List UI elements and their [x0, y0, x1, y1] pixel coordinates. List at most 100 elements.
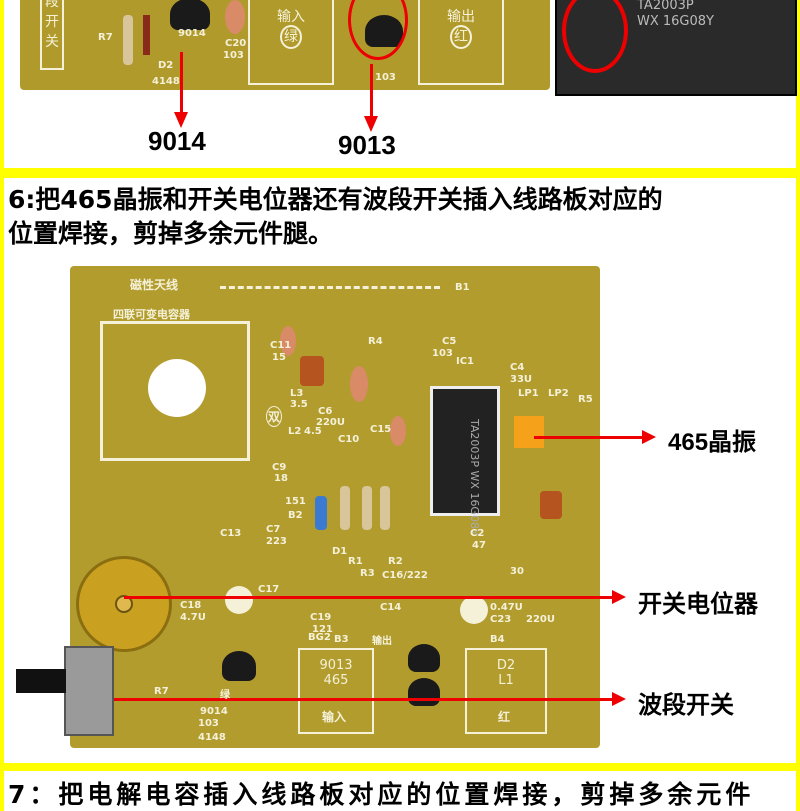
silk-text: C9 — [272, 462, 287, 473]
chip-marking: TA2003P WX 16G08Y — [468, 419, 481, 536]
silk-text: C5 — [442, 336, 457, 347]
silk-text: R3 — [360, 568, 375, 579]
pcb-photo: 磁性天线 B1 四联可变电容器 TA2003P WX 16G08Y IC1 LP… — [16, 266, 600, 748]
silk-text: 磁性天线 — [130, 278, 179, 292]
silk-text: C4 — [510, 362, 525, 373]
silk-output-transformer: 输出红 — [418, 0, 504, 85]
resistor — [340, 486, 350, 530]
chip-ta2003p: TA2003P WX 16G08Y — [430, 386, 500, 536]
silk-text: B2 — [288, 510, 303, 521]
silk-text: C17 — [258, 584, 280, 595]
antenna-coil — [220, 286, 440, 304]
band-switch — [64, 646, 114, 736]
silk-text: C2 — [470, 528, 485, 539]
step6-line2: 位置焊接，剪掉多余元件腿。 — [8, 219, 334, 248]
silk-text: 121 — [312, 624, 333, 635]
silk-text: C16/222 — [382, 570, 428, 581]
step6-line1: 6:把465晶振和开关电位器还有波段开关插入线路板对应的 — [8, 185, 663, 214]
silk-text: 3.5 — [290, 399, 308, 410]
ceramic-capacitor — [225, 0, 245, 34]
silk-text: R5 — [578, 394, 593, 405]
silk-input-transformer: 输入绿 — [248, 0, 334, 85]
silk-text: 4.7U — [180, 612, 206, 623]
silk-text: 输出 — [447, 9, 475, 25]
silk-text: 15 — [272, 352, 286, 363]
silk-text: B4 — [490, 634, 505, 645]
coil — [300, 356, 324, 386]
silk-text: 103 — [432, 348, 453, 359]
silk-text: R4 — [368, 336, 383, 347]
silk-text: B1 — [455, 282, 470, 293]
silk-text: L1 — [498, 673, 514, 688]
silk-text: 47 — [472, 540, 486, 551]
silk-text: 465 — [323, 673, 349, 688]
silk-text: 输出 — [372, 636, 392, 647]
transistor-9014 — [170, 0, 210, 30]
silk-text: 33U — [510, 374, 533, 385]
silk-text: C11 — [270, 340, 292, 351]
silk-text: BG2 — [308, 632, 331, 643]
silk-text: 4.5 — [304, 426, 322, 437]
capacitor-blue — [315, 496, 327, 530]
silk-text: 红 — [450, 25, 472, 49]
silk-text: LP1 — [518, 388, 539, 399]
silk-text: 绿 — [220, 690, 230, 701]
highlight-circle — [348, 0, 408, 60]
pcb-photo-top: 段开关 R7 D2 4148 9014 C20 103 输入绿 103 输出红 — [20, 0, 550, 90]
band-switch-lever — [16, 669, 66, 693]
silk-text: 9014 — [178, 28, 206, 39]
label-9013: 9013 — [338, 130, 396, 160]
silk-text: D2 — [496, 658, 516, 673]
diode — [143, 15, 150, 55]
step7-panel: 7：把电解电容插入线路板对应的位置焊接，剪掉多余元件 — [4, 771, 796, 811]
silk-text: 输入 — [277, 9, 305, 25]
silk-text: 开关 — [45, 14, 59, 50]
silk-text: R1 — [348, 556, 363, 567]
resistor — [362, 486, 372, 530]
arrow-band-switch — [114, 692, 626, 706]
silk-text: C19 — [310, 612, 332, 623]
silk-text: R7 — [98, 32, 113, 43]
silk-text: 103 — [198, 718, 219, 729]
silk-text: 30 — [510, 566, 524, 577]
silk-text: C13 — [220, 528, 242, 539]
transistor — [408, 678, 440, 706]
silk-text: LP2 — [548, 388, 569, 399]
silk-text: 红 — [498, 710, 511, 724]
silk-text: 4148 — [198, 732, 226, 743]
silk-text: 220U — [316, 417, 345, 428]
silk-text: 绿 — [280, 25, 302, 49]
ceramic-capacitor — [280, 326, 296, 356]
callout-band-switch: 波段开关 — [638, 692, 734, 719]
silk-text: IC1 — [456, 356, 475, 367]
resistor — [123, 15, 133, 65]
callout-potentiometer: 开关电位器 — [638, 591, 758, 618]
step6-panel: 6:把465晶振和开关电位器还有波段开关插入线路板对应的 位置焊接，剪掉多余元件… — [4, 178, 796, 763]
arrow-potentiometer — [124, 590, 626, 604]
silk-text: 103 — [375, 72, 396, 83]
variable-capacitor-hole — [148, 359, 206, 417]
silk-text: D2 — [158, 60, 174, 71]
silk-text: C18 — [180, 600, 202, 611]
arrow-465-crystal — [534, 430, 656, 444]
silk-text: 18 — [274, 473, 288, 484]
silk-text: C7 — [266, 524, 281, 535]
silk-text: C15 — [370, 424, 392, 435]
crystal-465 — [514, 416, 544, 448]
silk-text: L3 — [290, 388, 304, 399]
electrolytic-capacitor-marking — [460, 596, 488, 624]
label-9014: 9014 — [148, 126, 206, 156]
silk-text: C10 — [338, 434, 360, 445]
silk-band-switch: 段开关 — [40, 0, 64, 70]
silk-text: 输入 — [322, 710, 347, 724]
silk-text: 9013 — [319, 658, 353, 673]
potentiometer — [76, 556, 172, 652]
transistor-9014 — [222, 651, 256, 681]
silk-text: 0.47U — [490, 602, 523, 613]
silk-text: C14 — [380, 602, 402, 613]
coil — [540, 491, 562, 519]
step5-panel: 段开关 R7 D2 4148 9014 C20 103 输入绿 103 输出红 … — [4, 0, 797, 168]
silk-text: C20 — [225, 38, 247, 49]
silk-text: 220U — [526, 614, 555, 625]
